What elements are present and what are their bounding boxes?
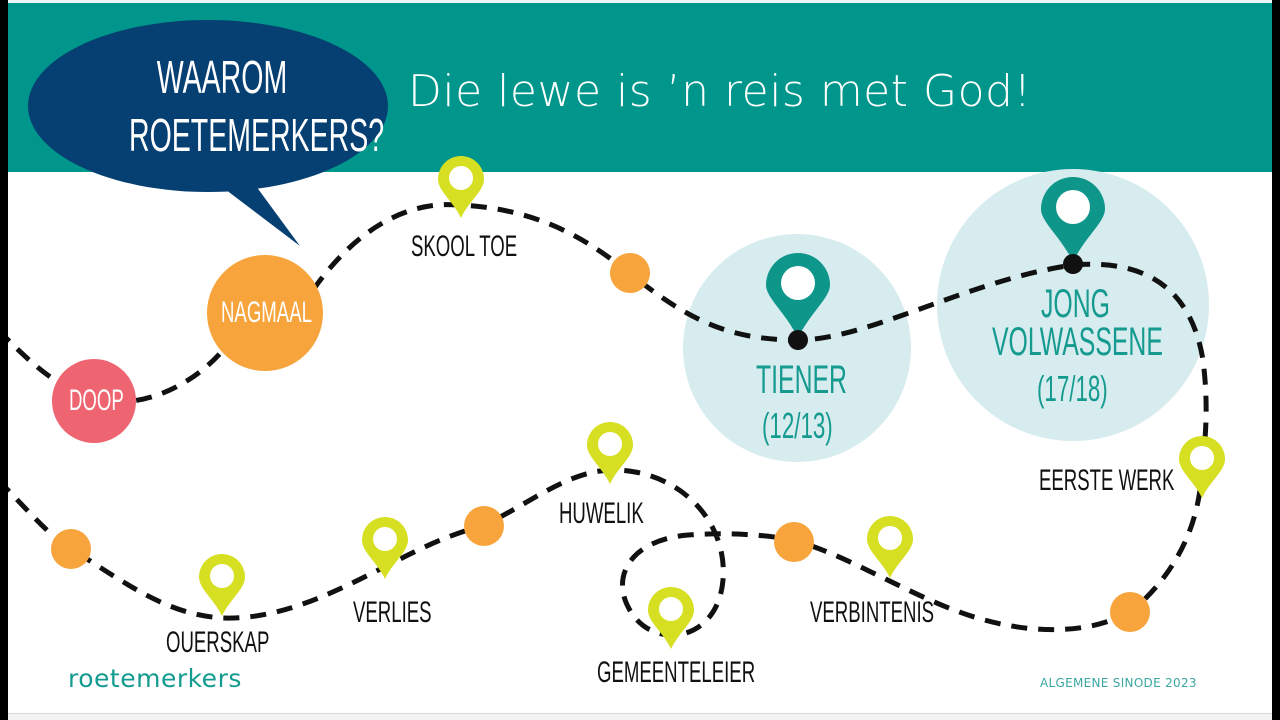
journey-map (8, 20, 1225, 649)
skool-toe-pin-icon (438, 156, 484, 218)
huwelik-pin-icon (587, 422, 633, 484)
bubble-line-2: ROETEMERKERS? (129, 109, 385, 161)
orange-dot (464, 506, 504, 546)
top-strip (8, 0, 1272, 3)
slide: Die lewe is ’n reis met God! (8, 0, 1272, 720)
label-ouerskap: OUERSKAP (166, 626, 270, 659)
label-volwassene: VOLWASSENE (992, 320, 1163, 364)
label-gemeenteleier: GEMEENTELEIER (597, 656, 756, 689)
eerste-werk-pin-icon (1179, 436, 1225, 498)
verbintenis-pin-icon (867, 516, 913, 578)
speech-bubble (28, 20, 388, 246)
label-verbintenis: VERBINTENIS (810, 596, 935, 629)
ouerskap-pin-icon (199, 554, 245, 616)
event-caption: ALGEMENE SINODE 2023 (1040, 676, 1197, 690)
jong-volwassene-pin-icon (1041, 177, 1105, 274)
orange-dot (774, 522, 814, 562)
verlies-pin-icon (362, 517, 408, 579)
page-title: Die lewe is ’n reis met God! (408, 66, 1032, 117)
bubble-line-1: WAAROM (156, 51, 288, 103)
jong-volwassene-highlight-circle (937, 169, 1209, 441)
label-skool-toe: SKOOL TOE (411, 230, 518, 263)
orange-dot (51, 529, 91, 569)
label-eerste-werk: EERSTE WERK (1039, 464, 1175, 497)
orange-dot (610, 253, 650, 293)
label-jong: JONG (1041, 282, 1110, 326)
label-jong-age: (17/18) (1037, 368, 1108, 409)
journey-path-lower (8, 467, 1132, 638)
label-huwelik: HUWELIK (559, 497, 644, 530)
bottom-divider (8, 713, 1272, 720)
orange-dot (1110, 592, 1150, 632)
tiener-pin-icon (766, 253, 830, 350)
brand-logo: roetemerkers (68, 664, 242, 693)
label-tiener: TIENER (756, 358, 847, 402)
doop-circle (52, 359, 136, 443)
label-tiener-age: (12/13) (762, 405, 833, 446)
label-nagmaal: NAGMAAL (221, 296, 312, 329)
speech-bubble-text: WAAROM ROETEMERKERS? (129, 48, 385, 164)
gemeenteleier-pin-icon (648, 587, 694, 649)
label-doop: DOOP (69, 384, 124, 417)
nagmaal-circle (207, 255, 323, 371)
label-verlies: VERLIES (353, 596, 432, 629)
